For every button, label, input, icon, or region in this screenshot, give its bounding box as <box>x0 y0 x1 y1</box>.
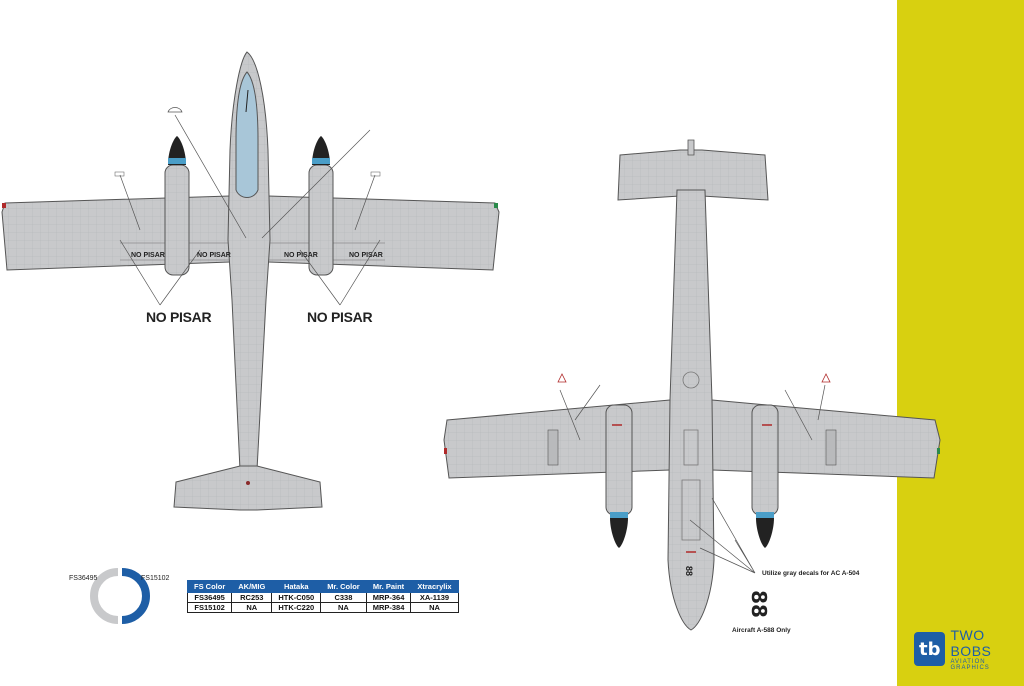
serial-number-decal: 88 <box>746 590 771 618</box>
table-cell: RC253 <box>231 592 273 603</box>
col-hataka: Hataka <box>271 580 322 593</box>
two-bobs-logo: tb TWO BOBS AVIATION GRAPHICS <box>914 627 1024 671</box>
logo-mark: tb <box>914 632 946 666</box>
table-cell: MRP-364 <box>365 592 412 603</box>
top-canopy <box>235 71 259 198</box>
wing-stencil-4: NO PISAR <box>349 252 383 259</box>
top-view-aircraft <box>1 51 500 511</box>
bottom-right-nacelle <box>751 404 779 516</box>
bottom-left-nacelle <box>605 404 633 516</box>
wing-stencil-1: NO PISAR <box>131 252 165 259</box>
no-pisar-left-label: NO PISAR <box>146 309 212 325</box>
table-cell: XA-1139 <box>410 592 459 603</box>
table-cell: HTK-C220 <box>271 602 322 613</box>
table-cell: FS15102 <box>186 602 233 613</box>
table-cell: NA <box>320 602 367 613</box>
no-pisar-right-label: NO PISAR <box>307 309 373 325</box>
wing-stencil-3: NO PISAR <box>284 252 318 259</box>
logo-subtitle: AVIATION GRAPHICS <box>950 659 990 671</box>
paint-reference-table: FS Color AK/MIG Hataka Mr. Color Mr. Pai… <box>186 580 459 613</box>
col-xtracrylix: Xtracrylix <box>410 580 459 593</box>
table-cell: C338 <box>320 592 367 603</box>
logo-name: TWO BOBS <box>950 627 992 659</box>
wing-stencil-2: NO PISAR <box>197 252 231 259</box>
top-tailplane <box>173 465 323 511</box>
bottom-tailplane <box>617 149 769 201</box>
legend-left-label: FS36495 <box>69 575 98 582</box>
table-cell: HTK-C050 <box>271 592 322 603</box>
col-ak-mig: AK/MIG <box>231 580 273 593</box>
col-mr-color: Mr. Color <box>320 580 367 593</box>
aircraft-only-note: Aircraft A-588 Only <box>732 627 791 634</box>
bottom-view-aircraft <box>443 139 941 631</box>
bottom-fuselage <box>667 189 715 631</box>
table-cell: MRP-384 <box>365 602 412 613</box>
table-header-row: FS Color AK/MIG Hataka Mr. Color Mr. Pai… <box>186 580 459 593</box>
gray-decals-note: Utilize gray decals for AC A-504 <box>762 570 860 577</box>
top-left-nacelle <box>164 164 190 276</box>
table-cell: NA <box>231 602 273 613</box>
yellow-sidebar <box>897 0 1024 686</box>
table-cell: FS36495 <box>186 592 233 603</box>
fuselage-serial: 88 <box>684 565 695 577</box>
legend-right-label: FS15102 <box>141 575 170 582</box>
color-legend-ring <box>90 568 150 624</box>
col-fs-color: FS Color <box>186 580 233 593</box>
table-row: FS36495 RC253 HTK-C050 C338 MRP-364 XA-1… <box>186 592 459 603</box>
col-mr-paint: Mr. Paint <box>365 580 412 593</box>
table-cell: NA <box>410 602 459 613</box>
table-row: FS15102 NA HTK-C220 NA MRP-384 NA <box>186 602 459 613</box>
